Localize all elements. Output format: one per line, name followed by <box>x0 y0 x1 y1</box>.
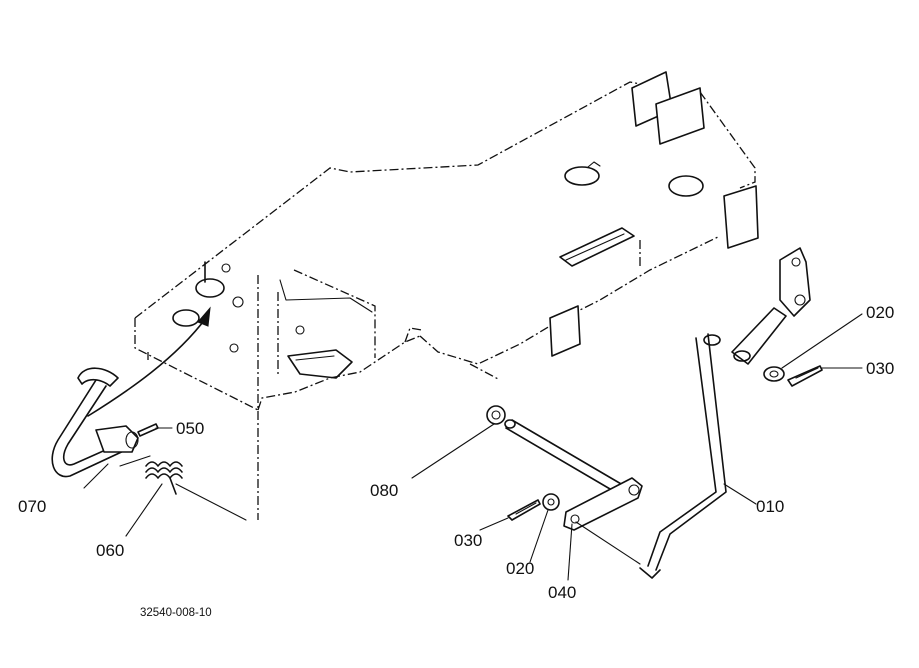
washer-020-right <box>763 366 785 382</box>
plate-holes <box>172 161 704 379</box>
spring-060 <box>145 461 183 495</box>
washer-020-bottom <box>542 493 560 511</box>
pedal-070 <box>51 367 151 478</box>
pin-050 <box>137 423 159 437</box>
pin-030-right <box>787 365 823 387</box>
part-labels: 010 020 030 050 070 060 080 030 020 040 … <box>18 303 894 619</box>
pin-030-bottom <box>507 499 541 521</box>
link-upper-right <box>731 247 811 365</box>
label-060: 060 <box>96 541 124 560</box>
rod-010 <box>639 333 727 579</box>
label-050: 050 <box>176 419 204 438</box>
leader-lines <box>83 313 863 581</box>
label-020-right: 020 <box>866 303 894 322</box>
drawing-code: 32540-008-10 <box>140 607 212 619</box>
label-080: 080 <box>370 481 398 500</box>
assembly-arrow <box>87 306 211 417</box>
label-070: 070 <box>18 497 46 516</box>
label-030-right: 030 <box>866 359 894 378</box>
label-020-bottom: 020 <box>506 559 534 578</box>
label-030-bottom: 030 <box>454 531 482 550</box>
shaft-080 <box>486 405 629 497</box>
plate-brackets <box>279 71 759 357</box>
label-040: 040 <box>548 583 576 602</box>
floor-plate <box>134 81 756 520</box>
lever-040 <box>563 477 643 531</box>
label-010: 010 <box>756 497 784 516</box>
